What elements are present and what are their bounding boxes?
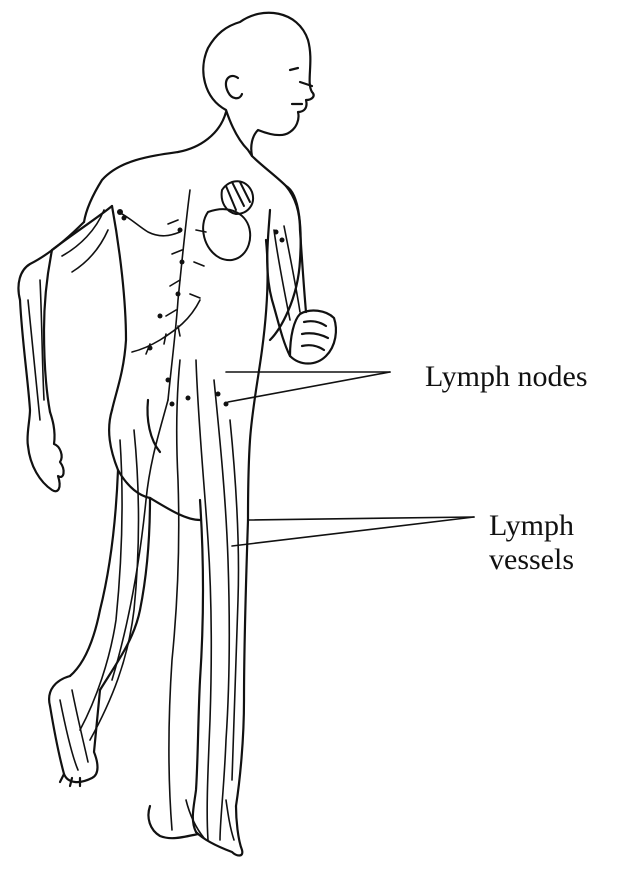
leader-line-vessels-2 — [232, 517, 474, 546]
label-lymph-nodes: Lymph nodes — [425, 360, 588, 394]
label-lymph-vessels-line2: vessels — [489, 543, 574, 577]
label-lymph-vessels-line1: Lymph — [489, 509, 574, 543]
label-lymph-vessels: Lymph vessels — [489, 509, 574, 577]
lymph-node-marks — [117, 209, 285, 407]
leader-lines — [226, 372, 474, 546]
leader-line-nodes-2 — [228, 372, 390, 402]
leader-line-vessels-1 — [248, 517, 474, 520]
lymph-vessels — [28, 190, 300, 840]
heart-lungs — [203, 181, 253, 260]
